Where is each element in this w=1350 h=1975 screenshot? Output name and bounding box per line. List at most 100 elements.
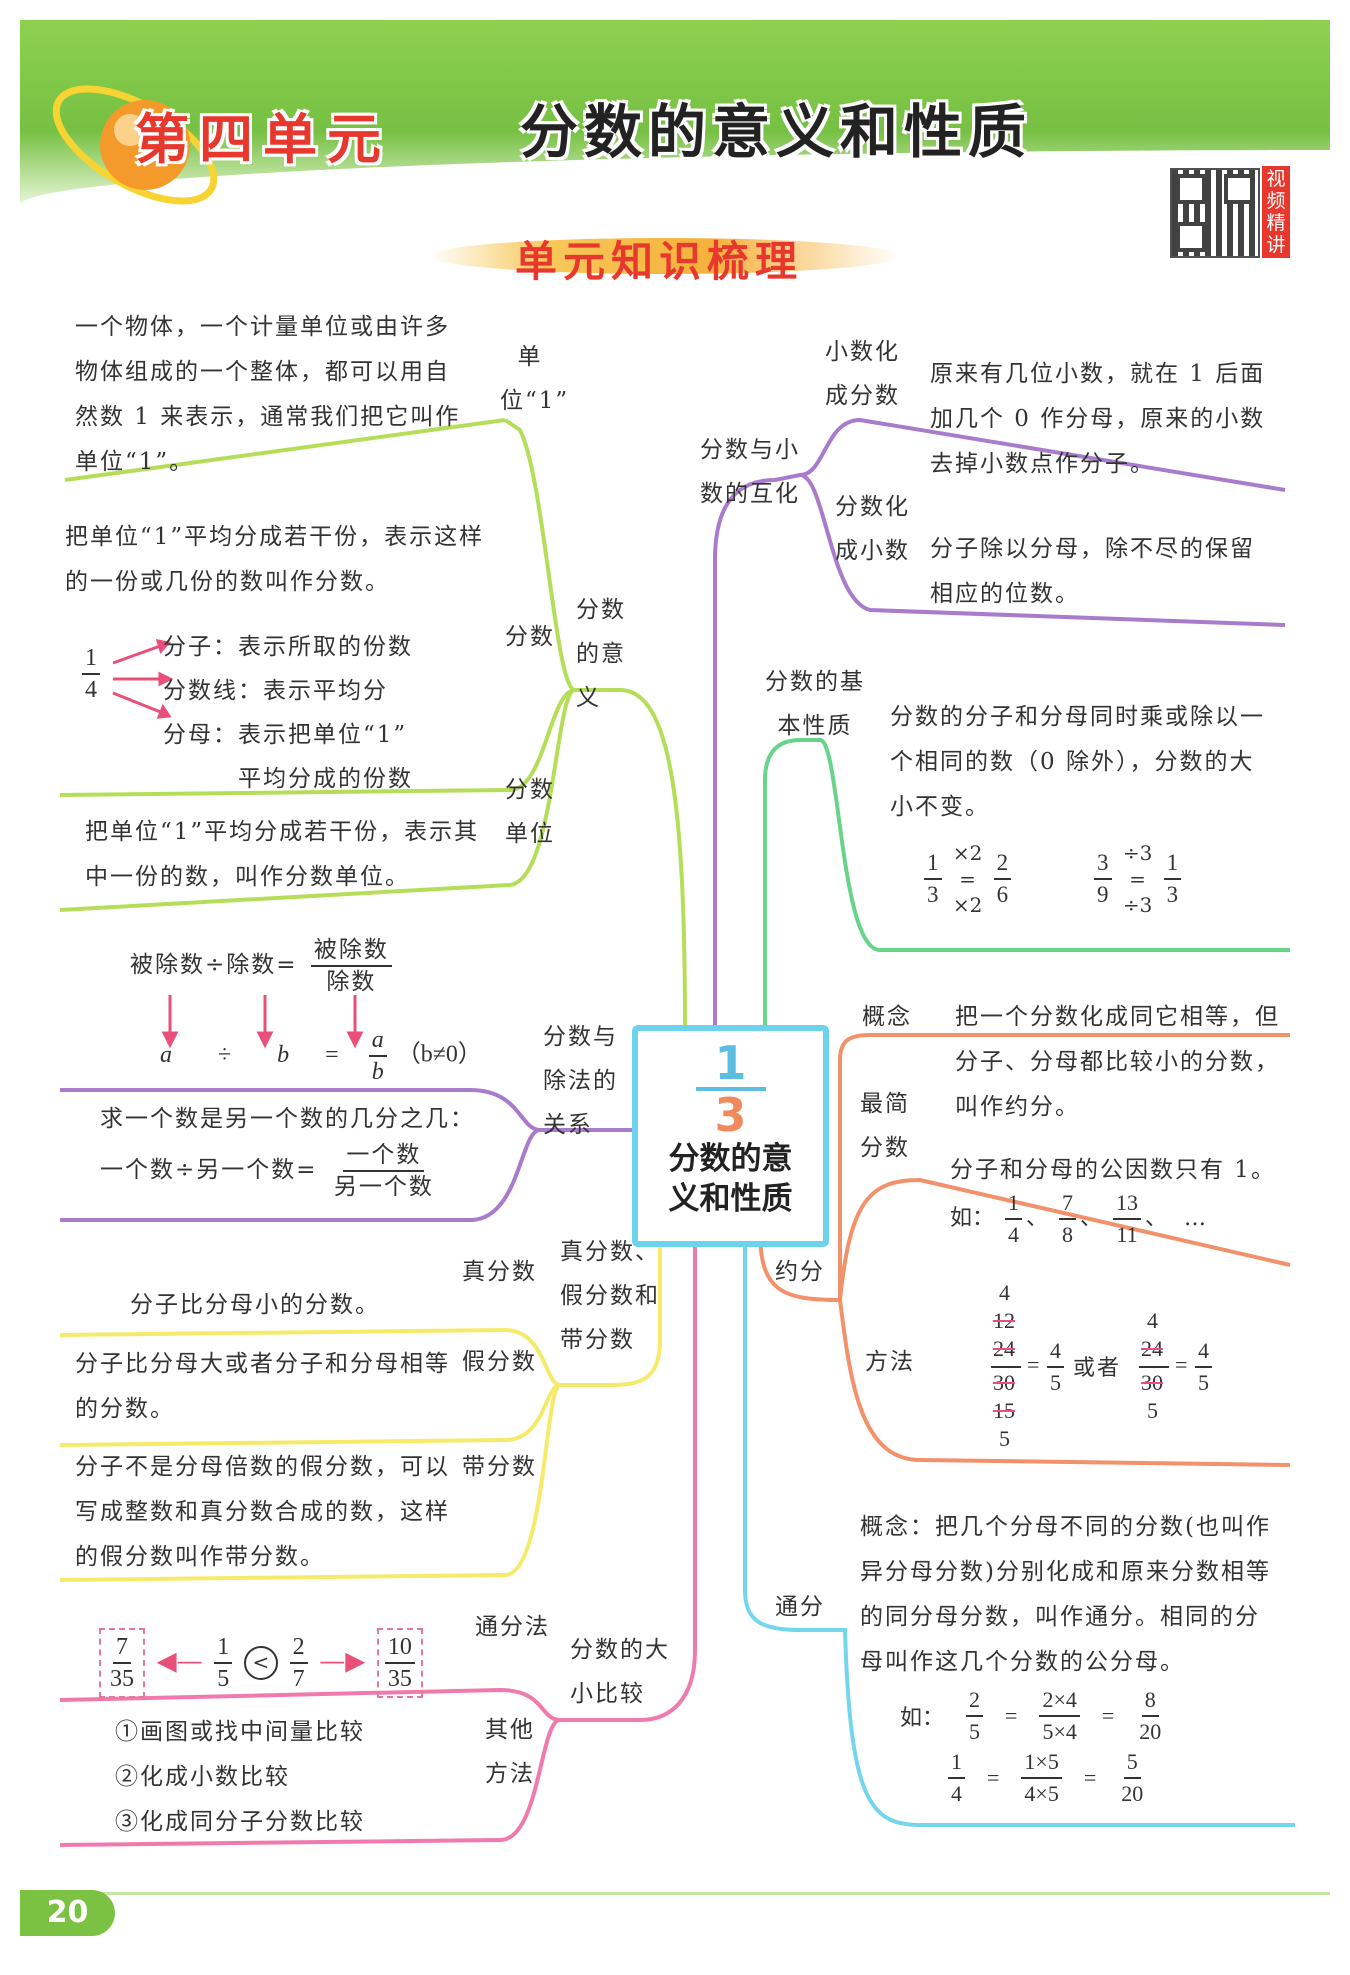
c1-a-n: 2 bbox=[966, 1685, 984, 1717]
unit-one-label: 单位“1” bbox=[500, 344, 570, 414]
center-fraction-denominator: 3 bbox=[714, 1088, 747, 1142]
sym-cond: （b≠0） bbox=[396, 1041, 482, 1068]
rm-top: 4 bbox=[999, 1280, 1010, 1305]
compare-branch-label: 分数的大小比较 bbox=[570, 1637, 670, 1707]
qr-code-icon[interactable] bbox=[1170, 168, 1260, 258]
fraction-unit-text: 把单位“1”平均分成若干份，表示其中一份的数，叫作分数单位。 bbox=[85, 819, 480, 890]
fraction-definition-text: 把单位“1”平均分成若干份，表示这样的一份或几份的数叫作分数。 bbox=[65, 524, 485, 595]
diagram-arrows-icon bbox=[112, 639, 174, 719]
rm2-d: 30 bbox=[1141, 1370, 1163, 1395]
f2d-label: 分数化成小数 bbox=[835, 494, 910, 564]
rm-res-n: 4 bbox=[1047, 1336, 1064, 1368]
improper-text: 分子比分母大或者分子和分母相等的分数。 bbox=[75, 1351, 450, 1422]
simplest-text: 分子和分母的公因数只有 1。 bbox=[950, 1157, 1276, 1183]
se3-d: 11 bbox=[1116, 1222, 1138, 1247]
se3-n: 13 bbox=[1113, 1188, 1142, 1220]
mixed-text: 分子不是分母倍数的假分数，可以写成整数和真分数合成的数，这样的假分数叫作带分数。 bbox=[75, 1454, 450, 1570]
b2-b-d: 3 bbox=[1166, 882, 1179, 907]
sym-div: ÷ bbox=[218, 1041, 232, 1068]
c2-a-d: 4 bbox=[951, 1781, 962, 1806]
reduce-method-label: 方法 bbox=[865, 1349, 915, 1375]
fraction-of-question: 求一个数是另一个数的几分之几： bbox=[100, 1106, 475, 1132]
b2-op-top: ÷3 bbox=[1122, 841, 1153, 865]
basic-branch-label: 分数的基本性质 bbox=[765, 669, 865, 739]
cmp-f2-d: 5 bbox=[217, 1666, 230, 1692]
cmp-f1-d: 35 bbox=[110, 1666, 134, 1692]
mixed-label: 带分数 bbox=[462, 1454, 537, 1480]
less-than-circle: < bbox=[243, 1646, 278, 1680]
cmp-f4-d: 35 bbox=[387, 1666, 412, 1692]
denominator-note-1: 分母：表示把单位“1” bbox=[163, 722, 408, 748]
section-title-swoosh bbox=[430, 238, 900, 274]
diagram-denominator: 4 bbox=[85, 677, 97, 703]
c2-b-d: 4×5 bbox=[1024, 1781, 1059, 1806]
left-arrow-icon: ◀— bbox=[156, 1646, 203, 1677]
method-3: ③化成同分子分数比较 bbox=[115, 1809, 365, 1835]
cmp-f2-n: 1 bbox=[214, 1632, 233, 1664]
b1-eq: = bbox=[959, 867, 976, 891]
b2-a-d: 9 bbox=[1097, 882, 1109, 907]
proper-text: 分子比分母小的分数。 bbox=[130, 1292, 380, 1318]
b1-a-d: 3 bbox=[927, 882, 939, 907]
cmp-f1-n: 7 bbox=[113, 1632, 131, 1664]
fraction-diagram: 1 4 分子：表示所取的份数 分数线：表示平均分 分母：表示把单位“1” 平均分… bbox=[78, 634, 458, 792]
c2-a-n: 1 bbox=[948, 1747, 965, 1779]
division-formula: 被除数÷除数= 被除数除数 bbox=[130, 935, 396, 997]
meaning-branch-label: 分数的意义 bbox=[576, 597, 626, 711]
c1-c-d: 20 bbox=[1139, 1719, 1162, 1744]
formula-left: 被除数÷除数= bbox=[130, 952, 298, 978]
diagram-numerator: 1 bbox=[82, 643, 100, 675]
cmp-f3-d: 7 bbox=[292, 1666, 305, 1692]
footer-bar bbox=[20, 1892, 1330, 1895]
b2-a-n: 3 bbox=[1094, 848, 1112, 880]
c2-b-n: 1×5 bbox=[1021, 1747, 1062, 1779]
d2f-text: 原来有几位小数，就在 1 后面加几个 0 作分母，原来的小数去掉小数点作分子。 bbox=[930, 361, 1266, 477]
sym-eq: = bbox=[325, 1041, 339, 1068]
other-methods-label: 其他方法 bbox=[485, 1717, 535, 1787]
bar-note: 分数线：表示平均分 bbox=[163, 678, 388, 704]
rm2-eq: = bbox=[1175, 1352, 1188, 1377]
sym-b: b bbox=[277, 1041, 290, 1068]
numerator-note: 分子：表示所取的份数 bbox=[163, 634, 413, 660]
method-2: ②化成小数比较 bbox=[115, 1764, 290, 1790]
common-branch-label: 通分 bbox=[775, 1594, 825, 1620]
method-1: ①画图或找中间量比较 bbox=[115, 1719, 365, 1745]
common-prefix: 如： bbox=[900, 1706, 945, 1731]
reduce-concept-text: 把一个分数化成同它相等，但分子、分母都比较小的分数，叫作约分。 bbox=[955, 1004, 1280, 1120]
fraction-unit-label: 分数单位 bbox=[505, 777, 555, 847]
formula-numerator: 被除数 bbox=[310, 935, 392, 967]
fraction-label: 分数 bbox=[505, 624, 555, 650]
rm2-n: 24 bbox=[1141, 1336, 1163, 1361]
page-number: 20 bbox=[20, 1890, 115, 1936]
se2-d: 8 bbox=[1062, 1222, 1074, 1247]
sym-frac-den: b bbox=[371, 1059, 384, 1085]
c1-b-d: 5×4 bbox=[1042, 1719, 1077, 1744]
se1-n: 1 bbox=[1005, 1188, 1023, 1220]
c2-eq2: = bbox=[1083, 1765, 1097, 1790]
b1-op-bot: ×2 bbox=[952, 893, 983, 917]
b1-a-n: 1 bbox=[924, 848, 942, 880]
answer-denominator: 另一个数 bbox=[333, 1174, 434, 1199]
b2-eq: = bbox=[1129, 867, 1146, 891]
rm-d1: 15 bbox=[993, 1398, 1015, 1423]
center-fraction-numerator: 1 bbox=[714, 1036, 747, 1090]
common-den-method-label: 通分法 bbox=[475, 1614, 550, 1640]
unit-one-text: 一个物体，一个计量单位或由许多物体组成的一个整体，都可以用自然数 1 来表示，通… bbox=[75, 314, 461, 475]
rm-eq: = bbox=[1027, 1352, 1040, 1377]
rm-n2: 24 bbox=[993, 1336, 1015, 1361]
fraction-of-answer: 一个数÷另一个数= 一个数另一个数 bbox=[100, 1140, 441, 1202]
c1-b-n: 2×4 bbox=[1039, 1685, 1080, 1717]
c2-c-n: 5 bbox=[1123, 1747, 1141, 1779]
page-title: 分数的意义和性质 bbox=[520, 98, 1033, 166]
denominator-note-2: 平均分成的份数 bbox=[238, 766, 413, 792]
center-node: 1 3 分数的意 义和性质 bbox=[632, 1025, 829, 1247]
simplest-prefix: 如： bbox=[950, 1206, 995, 1231]
se1-d: 4 bbox=[1008, 1222, 1020, 1247]
center-title-1: 分数的意 bbox=[668, 1141, 793, 1177]
right-arrow-icon: —▶ bbox=[319, 1646, 366, 1677]
